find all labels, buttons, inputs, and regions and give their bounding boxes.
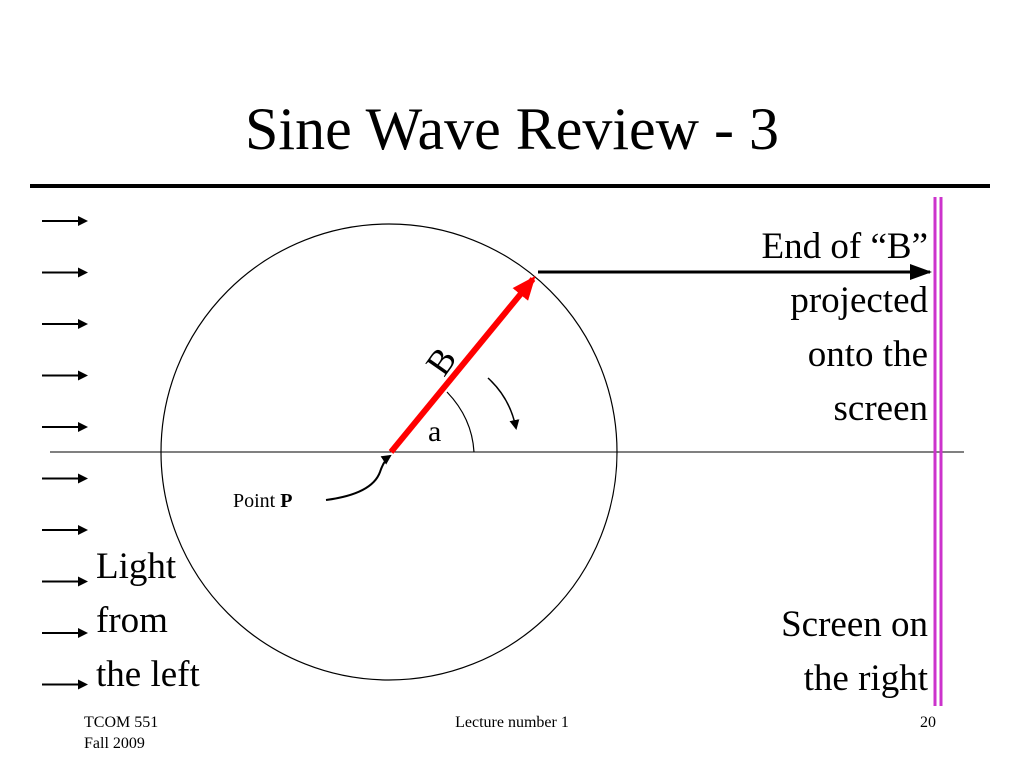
light-arrows: [42, 216, 88, 690]
screen-label: Screen on the right: [781, 598, 928, 706]
footer-course: TCOM 551 Fall 2009: [84, 712, 158, 754]
screen-label-line: the right: [803, 658, 928, 699]
light-label-line: the left: [96, 654, 200, 695]
footer-term: Fall 2009: [84, 735, 145, 752]
rotation-arrow: [487, 377, 520, 430]
projection-label-line: End of “B”: [761, 226, 928, 267]
vector-b-label: B: [418, 340, 465, 383]
angle-a-label: a: [428, 415, 441, 448]
vector-b-arrow: [388, 275, 536, 454]
projection-label-line: screen: [833, 388, 929, 429]
slide-title: Sine Wave Review - 3: [245, 96, 779, 162]
light-label-line: Light: [96, 546, 177, 587]
projection-label-line: onto the: [807, 334, 928, 375]
footer-course-name: TCOM 551: [84, 714, 159, 731]
point-label-text: Point: [233, 490, 281, 512]
rotation-circle: [160, 223, 618, 681]
footer-page-number: 20: [920, 714, 936, 731]
screen-line: [933, 197, 943, 706]
point-p-label: Point P: [233, 489, 292, 513]
screen-label-line: Screen on: [781, 604, 928, 645]
title-underline: [30, 184, 990, 188]
angle-arc: [446, 391, 475, 453]
footer-center: Lecture number 1: [455, 714, 569, 731]
projection-label-line: projected: [790, 280, 928, 321]
light-label-line: from: [96, 600, 168, 641]
light-label: Light from the left: [96, 540, 200, 702]
point-p-pointer: [325, 454, 392, 501]
projection-label: End of “B” projected onto the screen: [762, 220, 928, 436]
point-label-bold: P: [280, 490, 293, 512]
